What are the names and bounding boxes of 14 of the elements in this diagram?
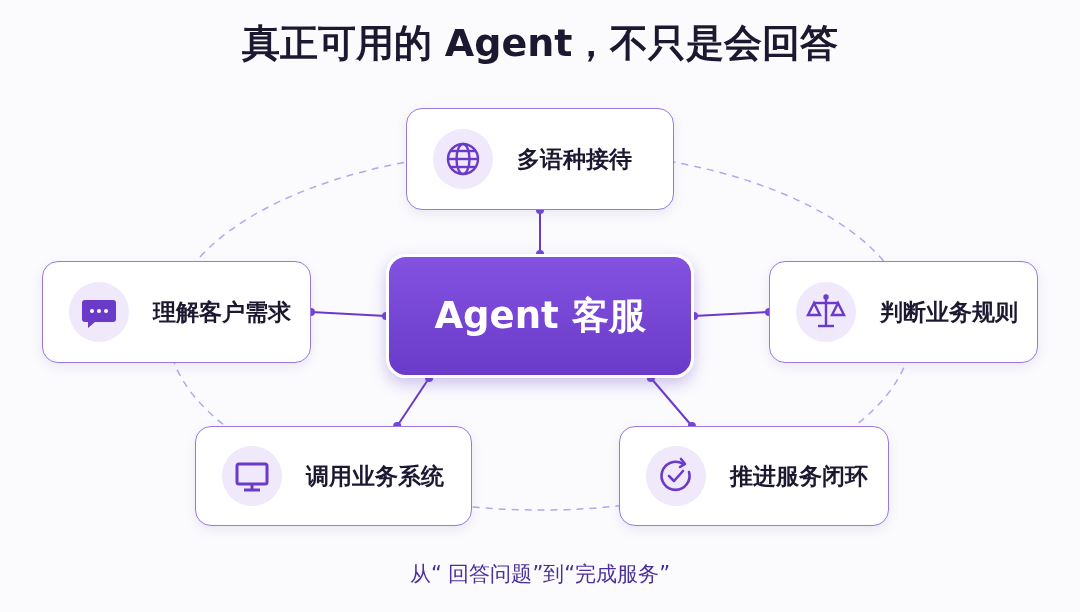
capability-card [406, 108, 674, 210]
capability-card [42, 261, 311, 363]
caption: 从“ 回答问题”到“完成服务” [409, 561, 671, 588]
card-label: 多语种接待 [517, 144, 632, 174]
capability-card [619, 426, 889, 526]
capability-card [195, 426, 472, 526]
title: 真正可用的 Agent，不只是会回答 [241, 20, 839, 67]
card-label: 调用业务系统 [306, 461, 444, 491]
card-label: 推进服务闭环 [730, 461, 868, 491]
hub-label: Agent 客服 [434, 293, 646, 339]
hub-box [386, 254, 694, 378]
capability-card [769, 261, 1038, 363]
card-label: 理解客户需求 [153, 297, 291, 327]
card-label: 判断业务规则 [880, 297, 1018, 327]
